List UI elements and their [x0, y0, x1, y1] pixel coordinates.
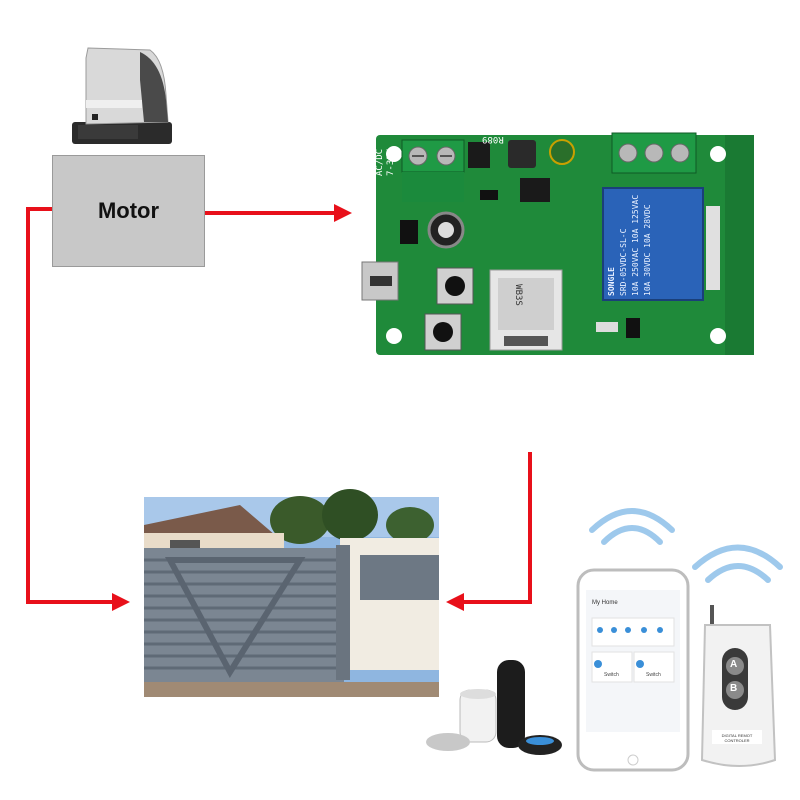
relay-brand: SONGLE — [607, 267, 616, 296]
wifi-module-label: WB3S — [512, 284, 523, 306]
remote-button-b-label: B — [730, 683, 738, 694]
relay — [602, 187, 704, 301]
wifi-signal-icon-phone — [589, 508, 675, 545]
cap-label: R089 — [482, 134, 504, 144]
wifi-relay-board — [361, 132, 754, 355]
arrowhead-gate-left — [112, 593, 130, 611]
remote-button-b — [726, 681, 744, 699]
arrowhead-gate-right — [446, 593, 464, 611]
relay-model: SRD-05VDC-SL-C — [619, 228, 628, 296]
arrow-motor-to-gate — [26, 207, 115, 604]
remote-caption: DIGITAL REMOT CONTROLER — [721, 733, 753, 743]
relay-rating-1: 10A 250VAC 10A 125VAC — [631, 194, 640, 296]
phone-switch-label-1: Switch — [604, 672, 619, 678]
voltage-label: AC/DC 7-32V — [375, 149, 397, 176]
relay-rating-2: 10A 30VDC 10A 28VDC — [643, 204, 652, 296]
motor-label: Motor — [97, 198, 160, 223]
voltage-label-1: AC/DC — [375, 148, 385, 176]
arrows — [26, 204, 532, 611]
smart-speakers-image — [426, 660, 562, 755]
phone-app-title: My Home — [592, 600, 618, 606]
motor-box: Motor — [52, 155, 205, 267]
rf-remote-control — [700, 605, 777, 767]
pcb-button-2 — [424, 313, 462, 351]
remote-button-a — [726, 657, 744, 675]
relay-text-block: SONGLE SRD-05VDC-SL-C 10A 250VAC 10A 125… — [606, 188, 702, 296]
wifi-signal-icon-remote — [692, 544, 783, 583]
arrow-remote-to-gate — [460, 452, 532, 604]
smartphone — [576, 568, 690, 772]
arrowhead-board — [334, 204, 352, 222]
gate-photo — [144, 489, 439, 697]
gate-motor-device-image — [72, 47, 172, 144]
voltage-label-2: 7-32V — [386, 148, 396, 176]
remote-button-a-label: A — [730, 659, 738, 670]
phone-switch-label-2: Switch — [646, 672, 661, 678]
